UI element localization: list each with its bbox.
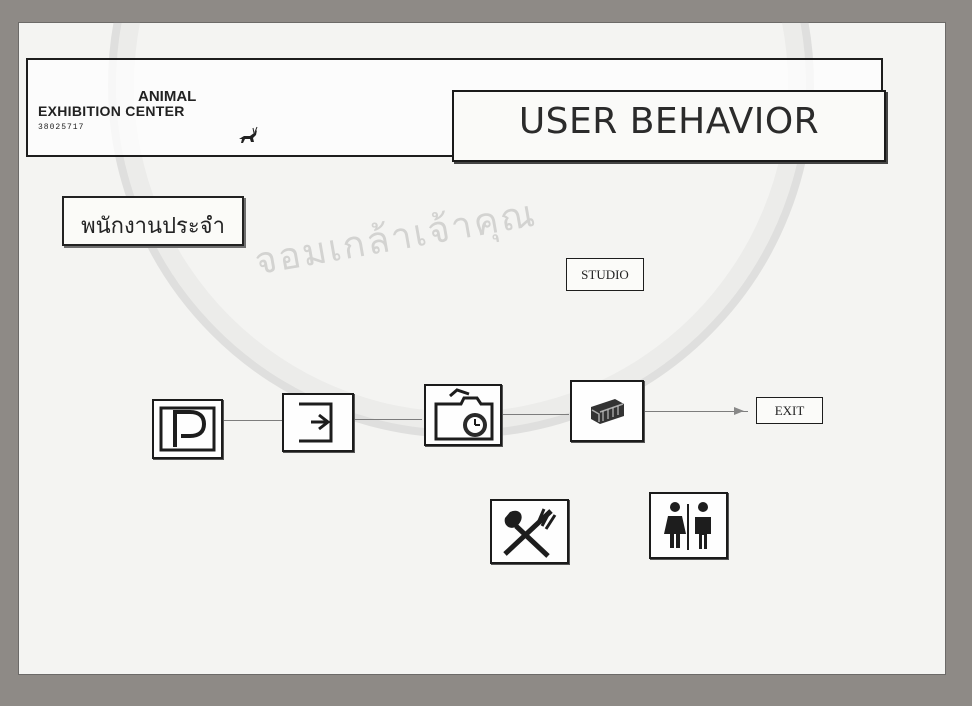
- exit-label-box: EXIT: [756, 397, 823, 424]
- restroom-icon-box: [649, 492, 728, 559]
- logo-center-text: EXHIBITION CENTER: [38, 103, 185, 119]
- flow-line-parking-entry: [222, 420, 286, 421]
- flow-line-studio-exit: [640, 411, 748, 412]
- parking-icon-box: [152, 399, 223, 459]
- flow-line-entry-clock: [351, 419, 422, 420]
- logo-code-text: 38025717: [38, 123, 85, 132]
- exit-arrowhead: [734, 407, 744, 415]
- food-icon-box: [490, 499, 569, 564]
- parking-icon: [159, 406, 216, 452]
- user-behavior-slide: จอมเกล้าเจ้าคุณ ANIMAL EXHIBITION CENTER…: [18, 22, 946, 675]
- page-title: USER BEHAVIOR: [518, 101, 820, 142]
- studio-label: STUDIO: [581, 266, 629, 282]
- title-box: USER BEHAVIOR: [452, 90, 886, 162]
- staff-role-label: พนักงานประจำ: [81, 214, 225, 239]
- deer-logo-icon: [239, 126, 258, 143]
- restaurant-icon: [503, 508, 557, 558]
- studio-icon-box: [570, 380, 644, 442]
- studio-label-box: STUDIO: [566, 258, 644, 291]
- animal-exhibition-logo: ANIMAL EXHIBITION CENTER 38025717: [26, 72, 258, 143]
- staff-role-box: พนักงานประจำ: [62, 196, 244, 246]
- clock-icon-box: [424, 384, 502, 446]
- entry-icon-box: [282, 393, 354, 452]
- time-clock-icon: [434, 388, 494, 441]
- studio-building-icon: [591, 399, 624, 424]
- restroom-icon: [664, 502, 711, 550]
- flow-line-clock-studio: [501, 414, 569, 415]
- entry-icon: [299, 402, 333, 443]
- exit-label: EXIT: [774, 402, 805, 418]
- logo-animal-text: ANIMAL: [138, 88, 197, 105]
